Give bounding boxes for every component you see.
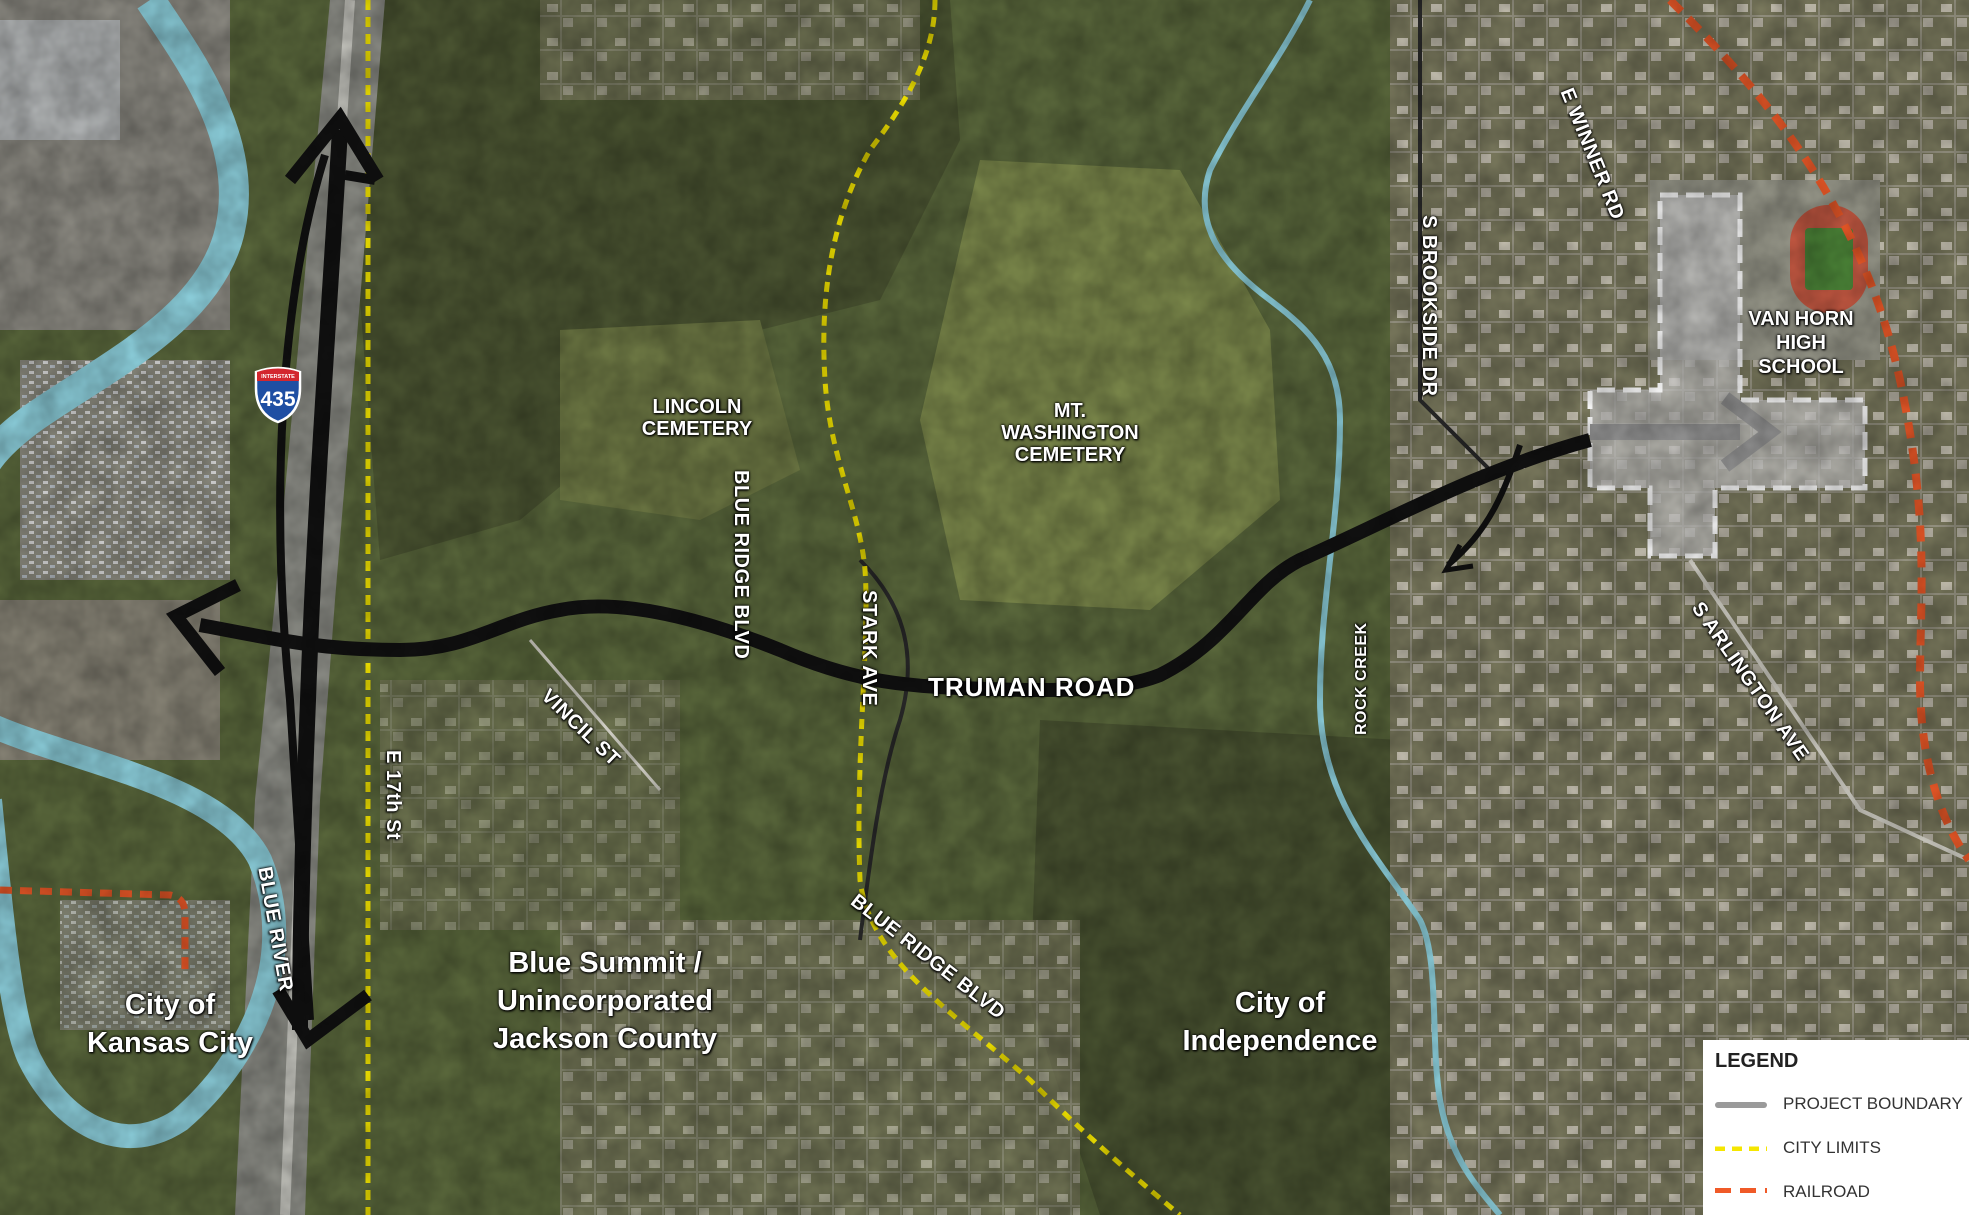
stark-ave-label: STARK AVE (858, 590, 880, 707)
legend-item-label: RAILROAD (1783, 1182, 1870, 1201)
project-boundary-swatch-icon (1715, 1102, 1767, 1108)
interstate-435-shield-icon: INTERSTATE 435 (254, 366, 302, 424)
rock-creek-label: ROCK CREEK (1353, 622, 1370, 735)
blue-summit-label: Blue Summit / Unincorporated Jackson Cou… (470, 944, 740, 1058)
city-kansas-city-text: City of Kansas City (86, 989, 253, 1059)
railroad-swatch-icon (1715, 1188, 1767, 1193)
lincoln-cemetery-text: LINCOLN CEMETERY (641, 396, 753, 440)
e-17th-st-label: E 17th St (382, 750, 404, 841)
van-horn-high-school-label: VAN HORN HIGH SCHOOL (1746, 307, 1856, 379)
s-brookside-dr-label: S BROOKSIDE DR (1418, 215, 1440, 397)
legend-item-label: CITY LIMITS (1783, 1138, 1881, 1157)
legend-panel: LEGEND PROJECT BOUNDARY CITY LIMITS RAIL… (1703, 1040, 1969, 1215)
van-horn-high-school-text: VAN HORN HIGH SCHOOL (1748, 308, 1854, 378)
blue-ridge-blvd-north-label: BLUE RIDGE BLVD (730, 470, 752, 660)
mt-washington-cemetery-label: MT. WASHINGTON CEMETERY (985, 400, 1155, 466)
lincoln-cemetery-label: LINCOLN CEMETERY (632, 396, 762, 440)
interstate-number-text: 435 (260, 388, 295, 411)
mt-washington-cemetery-text: MT. WASHINGTON CEMETERY (1001, 400, 1139, 466)
truman-road-label: TRUMAN ROAD (928, 672, 1136, 702)
city-limits-swatch-icon (1715, 1146, 1767, 1151)
legend-title: LEGEND (1715, 1050, 1799, 1072)
blue-summit-text: Blue Summit / Unincorporated Jackson Cou… (493, 947, 717, 1055)
city-kansas-city-label: City of Kansas City (70, 986, 270, 1062)
legend-item-label: PROJECT BOUNDARY (1783, 1094, 1963, 1113)
interstate-header-text: INTERSTATE (261, 374, 295, 380)
city-independence-label: City of Independence (1160, 984, 1400, 1060)
city-independence-text: City of Independence (1182, 987, 1378, 1057)
